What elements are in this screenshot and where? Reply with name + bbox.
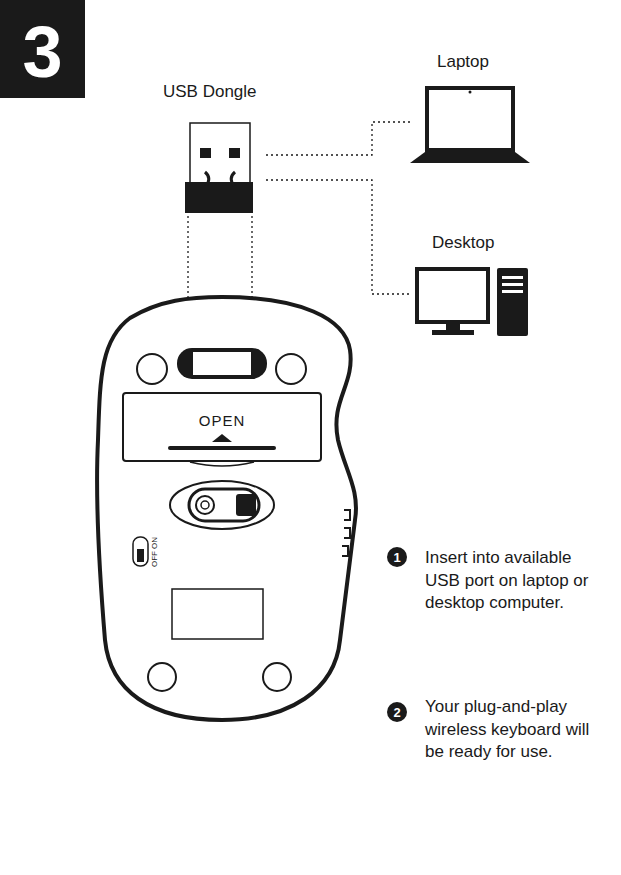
callout-number: 2 xyxy=(387,702,407,722)
device-name: Desktop xyxy=(432,233,522,253)
dongle-notch xyxy=(205,172,235,186)
node-text: 1 xyxy=(393,551,400,564)
node-text: OPEN xyxy=(199,413,246,428)
instruction-text: Insert into available USB port on laptop… xyxy=(425,547,595,615)
instruction-text: Your plug-and-play wireless keyboard wil… xyxy=(425,696,595,764)
dongle-body xyxy=(185,182,253,213)
switch-label: OFF xyxy=(150,551,160,567)
node-text: 3 xyxy=(22,16,62,88)
dongle-plug xyxy=(190,123,250,183)
part-name: USB Dongle xyxy=(163,82,293,102)
mouse-bottom xyxy=(97,297,356,720)
node-text: 2 xyxy=(393,706,400,719)
desktop-icon xyxy=(417,268,528,336)
switch-label: ON xyxy=(150,537,160,549)
battery-cover: OPEN xyxy=(122,392,322,462)
callout-number: 1 xyxy=(387,547,407,567)
step-number: 3 xyxy=(0,0,85,98)
dongle-hole xyxy=(229,148,240,158)
laptop-icon xyxy=(410,88,530,163)
device-name: Laptop xyxy=(437,52,517,72)
dongle-hole xyxy=(200,148,211,158)
